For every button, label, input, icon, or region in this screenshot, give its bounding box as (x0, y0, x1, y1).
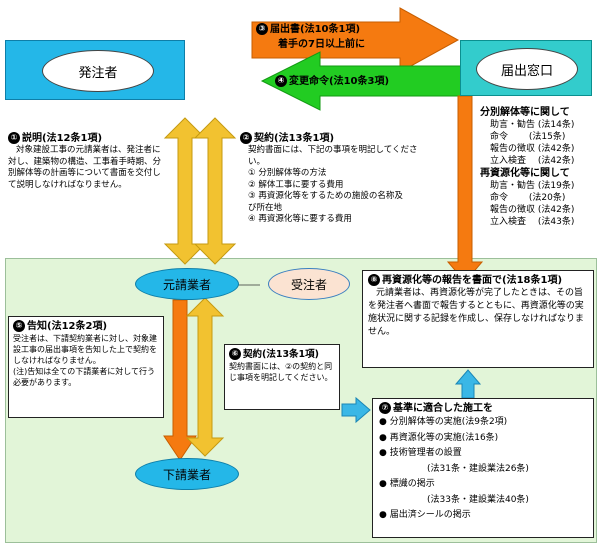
contract-title: 契約(法13条1項) (254, 133, 335, 144)
orderer-ellipse: 発注者 (42, 50, 154, 92)
sub-contract-title: 契約(法13条1項) (243, 349, 320, 360)
subcontractor-node: 下請業者 (135, 458, 239, 490)
notify-office-label: 届出窓口 (500, 63, 553, 79)
authority-item: 助言・勧告 (法19条) (490, 181, 575, 191)
authority-section2-title: 再資源化等に関して (480, 168, 570, 179)
authority-item: 報告の徴収 (法42条) (490, 205, 575, 215)
to-standard-work-arrow (341, 396, 371, 424)
standard-work-item: (法33条・建設業法40条) (427, 494, 529, 505)
authority-item: 命令 (法20条) (490, 193, 566, 203)
completion-report-title: 再資源化等の報告を書面で(法18条1項) (382, 275, 563, 286)
authority-list: 分別解体等に関して 助言・勧告 (法14条) 命令 (法15条) 報告の徴収 (… (480, 106, 595, 228)
authority-item: 立入検査 (法43条) (490, 217, 575, 227)
notice-title: 告知(法12条2項) (27, 321, 108, 332)
notify-office-ellipse: 届出窓口 (476, 48, 578, 90)
orderer-label: 発注者 (78, 65, 118, 81)
standard-work-number: ⑦ (379, 402, 391, 414)
standard-work-item: ● 技術管理者の設置 (379, 448, 462, 458)
authority-item: 助言・勧告 (法14条) (490, 120, 575, 130)
authority-item: 命令 (法15条) (490, 132, 566, 142)
change-order-text: 変更命令(法10条3項) (289, 76, 390, 87)
sub-contract-body: 契約書面には、②の契約と同じ事項を明記してください。 (229, 362, 333, 382)
sub-contract-number: ⑥ (229, 348, 241, 360)
prime-contractor-label: 元請業者 (162, 277, 211, 292)
notice-number: ⑤ (13, 320, 25, 332)
contract-arrow (193, 117, 237, 265)
subcontractor-label: 下請業者 (162, 467, 211, 482)
completion-report-number: ⑧ (368, 274, 380, 286)
standard-work-item: (法31条・建設業法26条) (427, 463, 529, 474)
authority-item: 立入検査 (法42条) (490, 156, 575, 166)
notice-arrow (163, 299, 197, 461)
contract-item: ④ 再資源化等に要する費用 (248, 214, 352, 224)
explanation-arrow (163, 117, 207, 265)
standard-work-item: ● 分別解体等の実施(法9条2項) (379, 417, 508, 427)
standard-work-title: 基準に適合した施工を (393, 403, 493, 414)
contractor-group-node: 受注者 (268, 268, 350, 300)
standard-work-item: ● 再資源化等の実施(法16条) (379, 432, 499, 443)
prime-contractor-node: 元請業者 (135, 268, 239, 300)
explanation-body: 対象建設工事の元請業者は、発注者に対し、建築物の構造、工事着手時期、分別解体等の… (8, 145, 162, 190)
contract-item: ② 解体工事に要する費用 (248, 179, 344, 190)
to-report-arrow (454, 369, 482, 399)
contractor-group-label: 受注者 (290, 277, 327, 292)
notification-line2: 着手の7日以上前に (278, 39, 365, 50)
authority-section1-title: 分別解体等に関して (480, 107, 570, 118)
notification-arrow (251, 7, 460, 73)
explanation-number: ① (8, 132, 20, 144)
notice-body: 受注者は、下請契約業者に対し、対象建設工事の届出事項を告知した上で契約をしなけれ… (13, 334, 157, 387)
change-order-number: ④ (275, 75, 287, 87)
completion-report-body: 元請業者は、再資源化等が完了したときは、その旨を発注者へ書面で報告するとともに、… (368, 288, 585, 337)
office-oversight-arrow (446, 95, 484, 283)
contract-item: ① 分別解体等の方法 (248, 168, 327, 178)
standard-work-item: ● 届出済シールの掲示 (379, 510, 471, 520)
explanation-title: 説明(法12条1項) (22, 133, 103, 144)
contract-item: ③ 再資源化等をするための施設の名称及び所在地 (248, 191, 403, 213)
notification-line1: 届出書(法10条1項) (270, 24, 361, 35)
standard-work-item: ● 標識の掲示 (379, 479, 435, 489)
sub-contract-arrow (185, 297, 225, 457)
contract-number: ② (240, 132, 252, 144)
contract-intro: 契約書面には、下記の事項を明記してください。 (248, 145, 418, 167)
notification-number: ③ (256, 23, 268, 35)
authority-item: 報告の徴収 (法42条) (490, 144, 575, 154)
